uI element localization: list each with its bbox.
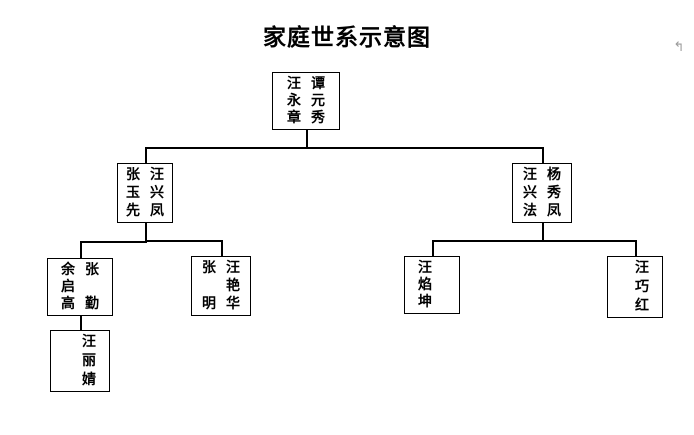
name-char: 华 <box>226 296 240 312</box>
tree-node-gen3-b[interactable]: 张口明汪艳华 <box>191 256 251 316</box>
name-char: 秀 <box>547 185 561 201</box>
name-char: 婧 <box>82 372 96 388</box>
tree-edge-horizontal <box>145 147 308 149</box>
tree-edge-vertical <box>145 223 147 240</box>
name-char: 红 <box>635 298 649 314</box>
person-name: 汪艳华 <box>221 261 245 311</box>
name-char: 谭 <box>311 76 325 92</box>
tree-edge-vertical <box>635 240 637 256</box>
name-char: 勤 <box>85 296 99 312</box>
name-char: 丽 <box>82 353 96 369</box>
tree-node-gen4-a[interactable]: 汪丽婧 <box>50 330 110 392</box>
person-name: 汪兴凤 <box>145 168 169 218</box>
name-char: 秀 <box>311 110 325 126</box>
name-char: 焰 <box>418 277 432 293</box>
tree-node-gen2-right[interactable]: 汪兴法杨秀凤 <box>512 163 572 223</box>
name-char: 余 <box>61 262 75 278</box>
person-name: 杨秀凤 <box>542 168 566 218</box>
name-char: 张 <box>126 167 140 183</box>
person-name: 汪丽婧 <box>77 335 101 387</box>
person-name: 张口勤 <box>80 263 104 311</box>
name-char: 巧 <box>635 279 649 295</box>
name-char: 兴 <box>150 185 164 201</box>
name-char: 汪 <box>287 76 301 92</box>
name-char: 凤 <box>547 203 561 219</box>
name-char: 兴 <box>523 185 537 201</box>
tree-node-gen3-a[interactable]: 余启高张口勤 <box>47 258 113 316</box>
person-name: 谭元秀 <box>306 77 330 125</box>
tree-node-root[interactable]: 汪永章谭元秀 <box>272 72 340 130</box>
tree-edge-vertical <box>80 316 82 323</box>
tree-node-gen3-c[interactable]: 汪焰坤 <box>404 256 460 314</box>
tree-node-gen3-d[interactable]: 汪巧红 <box>607 256 663 318</box>
name-char: 法 <box>523 203 537 219</box>
tree-edge-horizontal <box>80 241 147 243</box>
name-char: 汪 <box>635 260 649 276</box>
person-name: 余启高 <box>56 263 80 311</box>
tree-edge-horizontal <box>306 147 544 149</box>
name-char: 汪 <box>150 167 164 183</box>
name-char: 汪 <box>226 260 240 276</box>
tree-node-gen2-left[interactable]: 张玉先汪兴凤 <box>117 163 173 223</box>
tree-edge-vertical <box>306 130 308 147</box>
name-char: 张 <box>202 260 216 276</box>
name-char: 启 <box>61 279 75 295</box>
tree-edge-horizontal <box>432 240 544 242</box>
person-name: 汪巧红 <box>630 261 654 313</box>
tree-edge-vertical <box>80 241 82 258</box>
tree-edge-horizontal <box>145 240 223 242</box>
name-char: 张 <box>85 262 99 278</box>
name-char: 元 <box>311 93 325 109</box>
name-char: 汪 <box>82 334 96 350</box>
tree-edge-vertical <box>542 223 544 240</box>
tree-edge-horizontal <box>542 240 637 242</box>
person-name: 张玉先 <box>121 168 145 218</box>
name-char: 玉 <box>126 185 140 201</box>
name-char: 章 <box>287 110 301 126</box>
tree-edge-vertical <box>221 240 223 256</box>
name-char: 永 <box>287 93 301 109</box>
tree-edge-vertical <box>80 323 82 330</box>
tree-edge-vertical <box>542 147 544 163</box>
tree-edge-vertical <box>145 147 147 163</box>
name-char: 杨 <box>547 167 561 183</box>
person-name: 汪兴法 <box>518 168 542 218</box>
cursor-pointer-icon: ↰ <box>673 40 685 55</box>
person-name: 汪焰坤 <box>413 261 437 309</box>
name-char: 汪 <box>523 167 537 183</box>
name-char: 凤 <box>150 203 164 219</box>
page-title: 家庭世系示意图 <box>263 24 431 51</box>
person-name: 汪永章 <box>282 77 306 125</box>
name-char: 高 <box>61 296 75 312</box>
tree-edge-vertical <box>432 240 434 256</box>
person-name: 张口明 <box>197 261 221 311</box>
name-char: 艳 <box>226 278 240 294</box>
name-char: 先 <box>126 203 140 219</box>
name-char: 坤 <box>418 294 432 310</box>
name-char: 汪 <box>418 260 432 276</box>
name-char: 明 <box>202 296 216 312</box>
